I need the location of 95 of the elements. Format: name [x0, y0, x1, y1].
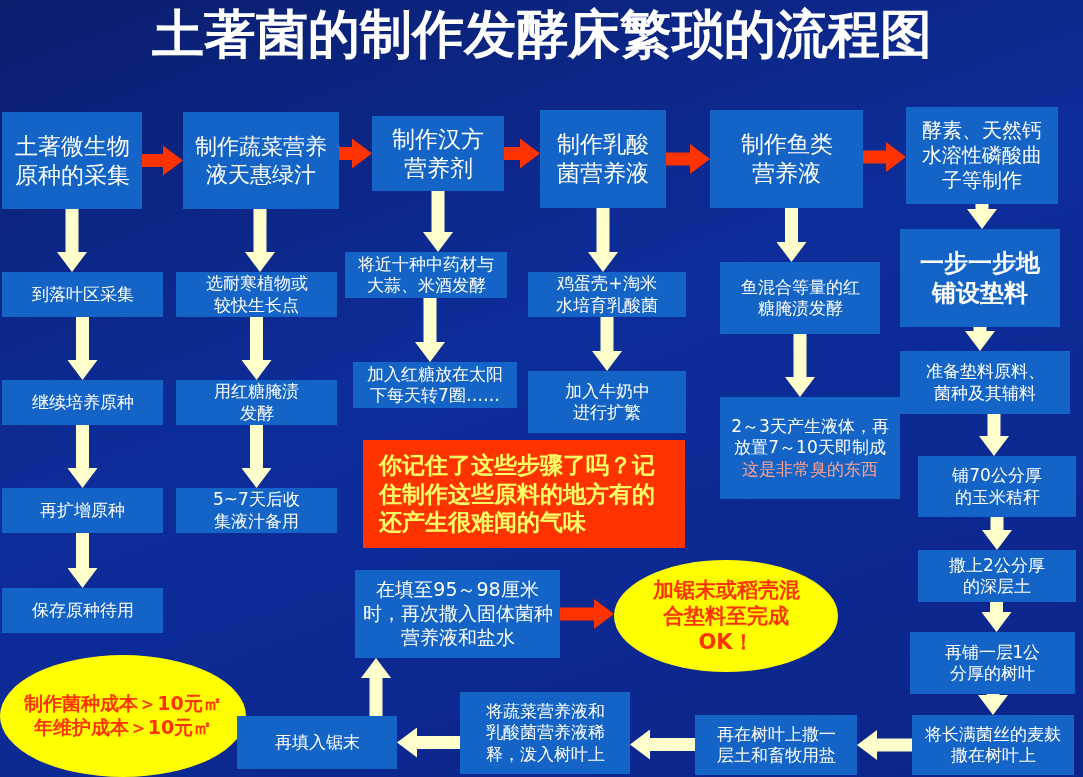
arrow: [397, 727, 460, 758]
step-text: 保存原种待用: [31, 599, 134, 622]
step-box: [176, 380, 337, 425]
arrow: [245, 209, 275, 272]
arrow: [423, 191, 453, 252]
arrow: [415, 298, 445, 362]
step-text: 加入红糖放在太阳下每天转7圈……: [366, 363, 504, 407]
process-box: [540, 110, 666, 208]
arrow: [857, 730, 912, 760]
step-text: 到落叶区采集: [31, 283, 134, 306]
process-box: [2, 112, 142, 209]
process-box: [372, 116, 504, 191]
step-text: 一步一步地铺设垫料: [919, 248, 1041, 308]
step-box: [345, 252, 507, 298]
arrow: [776, 208, 807, 262]
step-text: 制作乳酸菌营养液: [556, 130, 650, 188]
step-text: 制作菌种成本＞10元㎡: [24, 692, 222, 716]
step-box: [918, 550, 1076, 602]
arrow: [361, 658, 391, 716]
step-box: [2, 588, 163, 633]
arrow: [504, 138, 540, 169]
step-box: [720, 262, 880, 334]
step-text: 5~7天后收集液汁备用: [212, 489, 301, 532]
step-text: 将长满菌丝的麦麸撒在树叶上: [924, 723, 1062, 767]
arrow: [57, 209, 87, 272]
step-text: 准备垫料原料、菌种及其辅料: [924, 361, 1046, 404]
arrow: [666, 144, 710, 174]
step-text: 年维护成本＞10元㎡: [33, 716, 213, 740]
step-box: [176, 488, 337, 533]
arrow: [588, 208, 618, 272]
step-text: 制作汉方营养剂: [391, 124, 485, 183]
process-box: [183, 112, 339, 209]
step-text: 将蔬菜营养液和乳酸菌营养液稀释，泼入树叶上: [484, 701, 606, 765]
arrow: [142, 145, 183, 176]
reminder-box: [363, 440, 685, 548]
step-text: 再填入锯末: [274, 731, 360, 754]
arrow: [967, 204, 997, 229]
arrow: [560, 599, 614, 629]
arrow: [241, 317, 272, 380]
step-text: 加入牛奶中进行扩繁: [563, 380, 651, 424]
step-box: [2, 272, 163, 317]
step-text: 土著微生物原种的采集: [13, 131, 131, 190]
step-text: 在填至95～98厘米时，再次撒入固体菌种营养液和盐水: [361, 578, 554, 650]
arrow: [785, 334, 815, 397]
arrow: [67, 425, 98, 488]
step-text: 鸡蛋壳+淘米水培育乳酸菌: [555, 273, 659, 316]
step-box: [353, 362, 517, 408]
arrow: [592, 317, 622, 371]
step-text: 你记住了这些步骤了吗？记住制作这些原料的地方有的还产生很难闻的气味: [379, 450, 656, 538]
step-text: 继续培养原种: [31, 391, 134, 414]
process-box: [900, 229, 1060, 327]
step-box: [918, 456, 1076, 517]
step-box: [2, 488, 163, 533]
arrow: [982, 517, 1012, 550]
step-text: OK！: [698, 629, 754, 656]
step-text: 将近十种中药材与大蒜、米酒发酵: [357, 253, 495, 297]
arrow: [67, 317, 98, 380]
arrow: [67, 533, 98, 588]
arrow: [979, 414, 1009, 456]
step-text: 再铺一层1公分厚的树叶: [943, 641, 1042, 685]
step-box: [528, 272, 686, 317]
step-box: [695, 715, 857, 775]
step-text: 制作鱼类营养液: [739, 130, 834, 188]
arrow: [630, 729, 695, 760]
step-box: [2, 380, 163, 425]
step-text: 用红糖腌渍发酵: [213, 381, 300, 424]
step-text: 2～3天产生液体，再放置7～10天即制成: [730, 416, 890, 459]
step-box: [912, 715, 1074, 775]
step-text: 撒上2公分厚的深层土: [948, 554, 1046, 598]
step-text: 酵素、天然钙水溶性磷酸曲子等制作: [921, 118, 1043, 193]
step-text: 制作蔬菜营养液天惠绿汁: [194, 133, 328, 188]
step-box: [355, 570, 560, 658]
step-text: 加锯末或稻壳混合垫料至完成: [651, 576, 801, 630]
step-box: [176, 272, 337, 317]
arrow: [241, 425, 272, 488]
step-box: [460, 692, 630, 774]
process-box: [906, 107, 1058, 204]
step-box: [237, 716, 397, 769]
step-text: 鱼混合等量的红糖腌渍发酵: [740, 276, 860, 320]
step-text: 铺70公分厚的玉米秸秆: [951, 465, 1043, 508]
arrow: [978, 694, 1008, 715]
arrow: [339, 138, 372, 169]
arrow: [965, 327, 995, 351]
process-box: [710, 110, 863, 208]
step-box: [900, 351, 1070, 414]
step-box: [720, 397, 900, 499]
step-text: 再扩增原种: [40, 499, 125, 522]
step-box: [910, 632, 1075, 694]
title: 土著菌的制作发酵床繁琐的流程图: [150, 3, 933, 66]
arrow: [863, 142, 906, 172]
step-text: 选耐寒植物或较快生长点: [204, 273, 309, 316]
arrow: [981, 602, 1012, 632]
step-box: [528, 371, 686, 433]
step-text: 再在树叶上撒一层土和畜牧用盐: [715, 723, 837, 767]
warning-text: 这是非常臭的东西: [742, 458, 878, 480]
